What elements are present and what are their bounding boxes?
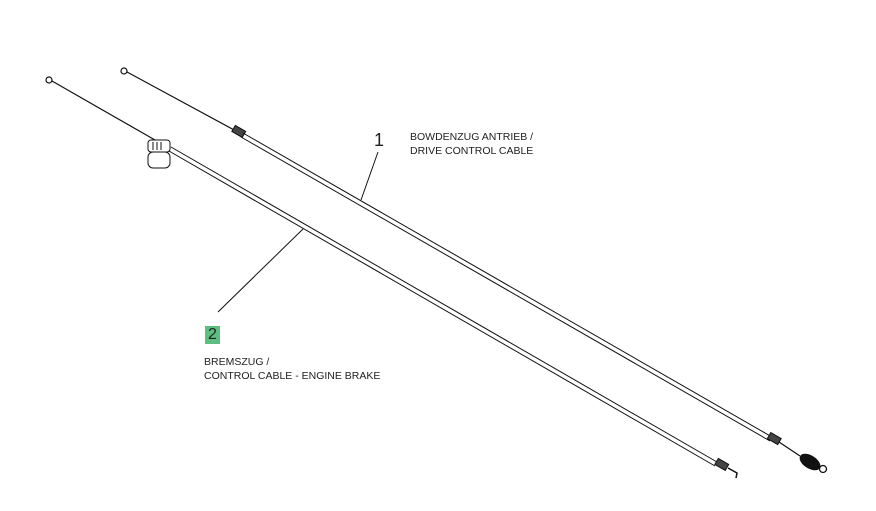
part-label-1-en: DRIVE CONTROL CABLE (410, 145, 534, 157)
cable-1-end-loop (120, 67, 128, 75)
part-number-2-highlighted[interactable]: 2 (205, 326, 220, 344)
cable-1-nut-end (766, 431, 782, 446)
leader-line-1 (360, 151, 379, 201)
part-label-2-de: BREMSZUG / (204, 356, 270, 368)
engine-brake-cable[interactable] (45, 76, 738, 479)
part-number-1[interactable]: 1 (374, 130, 385, 150)
leader-line-2 (217, 228, 304, 313)
part-label-1-de: BOWDENZUG ANTRIEB / (410, 131, 534, 143)
cable-1-nut (231, 124, 247, 139)
spring-icon (799, 453, 821, 471)
part-label-1[interactable]: BOWDENZUG ANTRIEB / DRIVE CONTROL CABLE (410, 130, 533, 158)
cable-clip (147, 139, 171, 169)
drive-control-cable[interactable] (120, 67, 828, 474)
part-label-2-en: CONTROL CABLE - ENGINE BRAKE (204, 370, 381, 382)
part-label-2[interactable]: BREMSZUG / CONTROL CABLE - ENGINE BRAKE (204, 355, 380, 383)
